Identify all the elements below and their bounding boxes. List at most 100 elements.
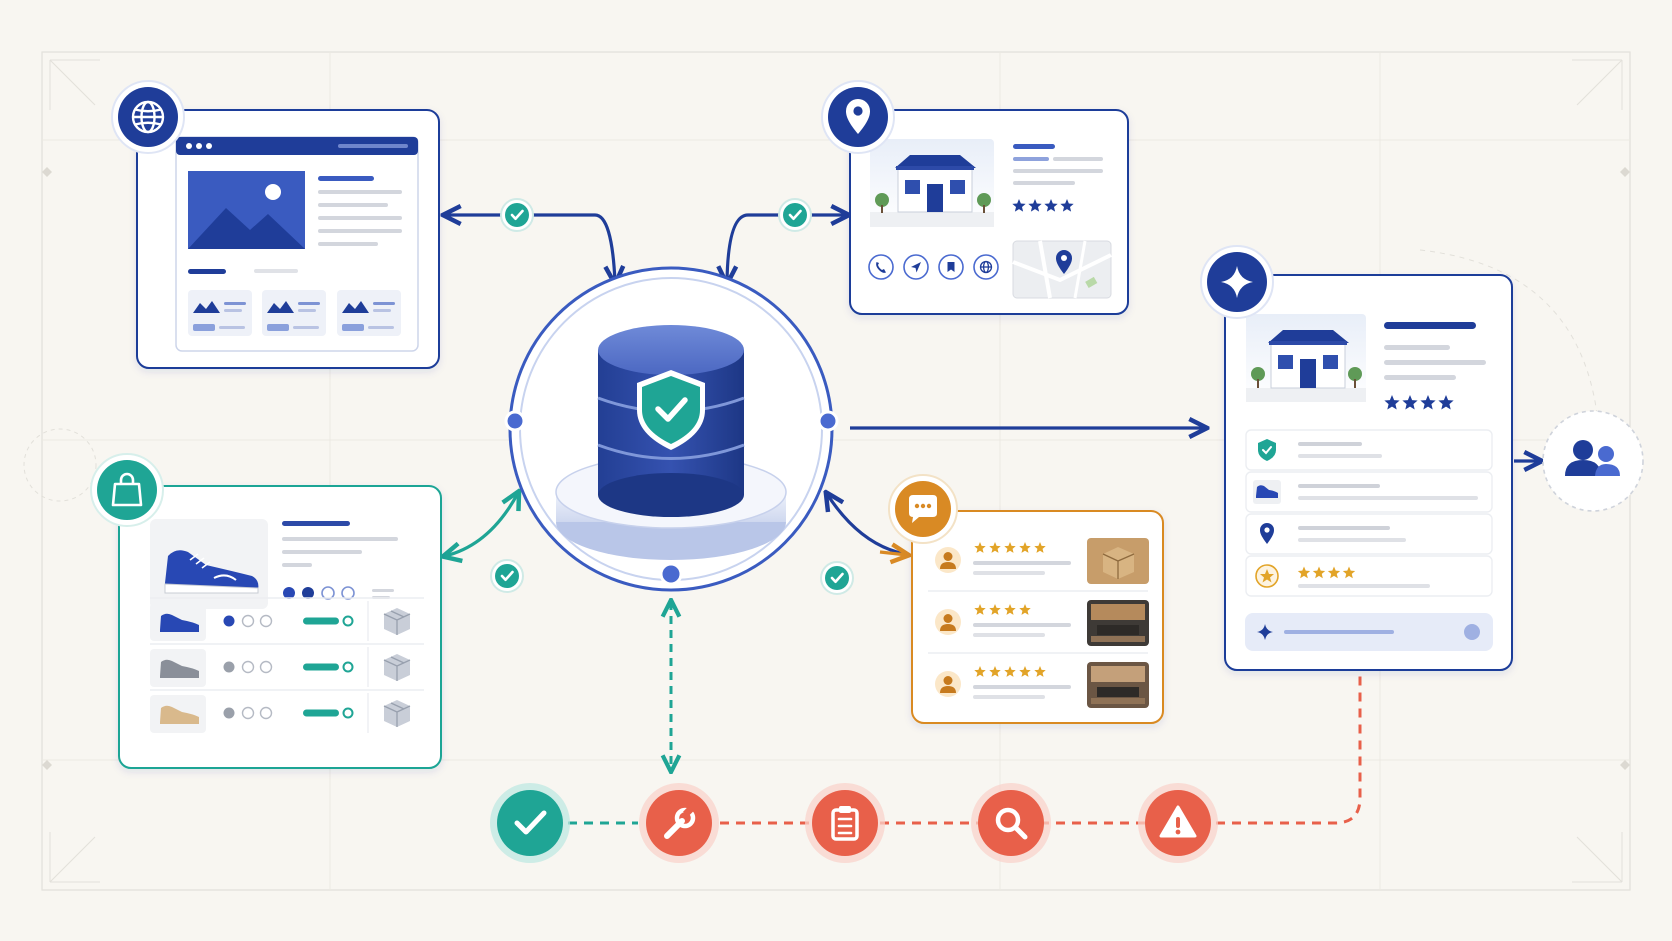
rating-star	[1060, 199, 1074, 212]
browser-toolbar	[176, 137, 418, 155]
reviews-card[interactable]	[911, 510, 1164, 724]
user-avatar-icon	[935, 671, 961, 697]
map-pin-icon	[821, 80, 895, 154]
rating-star	[1312, 566, 1326, 579]
local-listing-card[interactable]	[849, 109, 1129, 315]
clipboard-icon	[831, 806, 859, 841]
review-list	[928, 538, 1149, 708]
rating-star	[1034, 666, 1046, 677]
sneaker-thumbnail	[160, 659, 199, 678]
website-feature-tiles	[188, 290, 401, 336]
connector-pipeline-chain	[720, 672, 1362, 825]
rating-star	[1019, 666, 1031, 677]
rating-star	[974, 666, 986, 677]
review-item[interactable]	[928, 590, 1149, 646]
check-icon	[500, 198, 534, 232]
pipeline-step[interactable]	[971, 783, 1051, 863]
rating-star	[1004, 604, 1016, 615]
connector-catalog-hub	[445, 493, 518, 556]
hub-handle	[659, 562, 683, 586]
rating-star	[1012, 199, 1026, 212]
connectors	[445, 215, 1540, 825]
audience-node[interactable]	[1542, 410, 1644, 512]
pipeline-step[interactable]	[1138, 783, 1218, 863]
audit-pipeline	[490, 783, 1218, 863]
rating-star	[989, 542, 1001, 553]
sparkle-icon	[1200, 245, 1274, 319]
rating-star	[1034, 542, 1046, 553]
bookmark-icon[interactable]	[938, 254, 964, 280]
user-avatar-icon	[935, 609, 961, 635]
navigate-icon[interactable]	[903, 254, 929, 280]
rating-star	[1004, 666, 1016, 677]
rating-star	[989, 666, 1001, 677]
variant-row[interactable]	[150, 689, 424, 733]
hub-handle	[817, 410, 839, 432]
storefront-photo	[870, 139, 994, 227]
website-card[interactable]	[136, 109, 440, 369]
review-item[interactable]	[928, 652, 1149, 708]
pipeline-step[interactable]	[490, 783, 570, 863]
web-icon[interactable]	[973, 254, 999, 280]
ai-answer-bar[interactable]	[1245, 613, 1493, 651]
sneaker-icon	[1253, 480, 1281, 504]
shield-check-icon	[1258, 439, 1276, 461]
rating-star	[1044, 199, 1058, 212]
product-catalog-card[interactable]	[118, 485, 442, 769]
rating-star	[1384, 395, 1400, 410]
connector-website-hub	[445, 215, 615, 282]
rating-star	[1342, 566, 1356, 579]
hub-handle	[504, 410, 526, 432]
users-icon	[1565, 440, 1620, 476]
shopping-bag-icon	[90, 453, 164, 527]
rating-star	[1327, 566, 1341, 579]
chat-bubble-icon	[888, 474, 958, 544]
pipeline-step[interactable]	[639, 783, 719, 863]
check-icon	[820, 561, 854, 595]
stock-bar	[303, 709, 339, 717]
map-thumbnail	[1012, 240, 1112, 299]
variant-row[interactable]	[150, 643, 424, 687]
check-icon	[490, 559, 524, 593]
star-badge-icon	[1255, 564, 1279, 588]
rating-star	[1402, 395, 1418, 410]
listing-action-icons	[868, 254, 999, 280]
profile-review-stars	[1297, 566, 1356, 579]
warning-icon	[1159, 805, 1197, 838]
rating-star	[1438, 395, 1454, 410]
color-swatches[interactable]	[283, 586, 394, 600]
package-icon	[383, 608, 411, 635]
pipeline-step[interactable]	[805, 783, 885, 863]
phone-icon[interactable]	[868, 254, 894, 280]
package-icon	[383, 700, 411, 727]
database-icon	[597, 325, 745, 517]
review-item[interactable]	[935, 538, 1149, 584]
rating-star	[1028, 199, 1042, 212]
connector-listing-hub	[727, 215, 847, 282]
package-icon	[383, 654, 411, 681]
profile-rating-stars	[1384, 395, 1454, 410]
stock-bar	[303, 617, 339, 625]
data-hub	[504, 266, 839, 592]
map-pin-icon	[1056, 250, 1072, 274]
profile-attribute-rows	[1245, 429, 1493, 597]
sync-check-badges	[490, 198, 854, 595]
sneaker-photo	[164, 550, 259, 594]
stock-bar	[303, 663, 339, 671]
variant-row[interactable]	[150, 597, 424, 641]
wrench-icon	[664, 806, 696, 839]
rating-star	[989, 604, 1001, 615]
listing-rating-stars	[1012, 199, 1074, 212]
rating-star	[1420, 395, 1436, 410]
ai-profile-card[interactable]	[1224, 274, 1513, 671]
globe-icon	[111, 80, 185, 154]
user-avatar-icon	[935, 547, 961, 573]
magnifier-icon	[995, 807, 1028, 840]
rating-star	[1297, 566, 1311, 579]
image-placeholder-icon	[188, 171, 305, 249]
sneaker-thumbnail	[160, 613, 199, 632]
rating-star	[1004, 542, 1016, 553]
check-icon	[514, 810, 547, 835]
